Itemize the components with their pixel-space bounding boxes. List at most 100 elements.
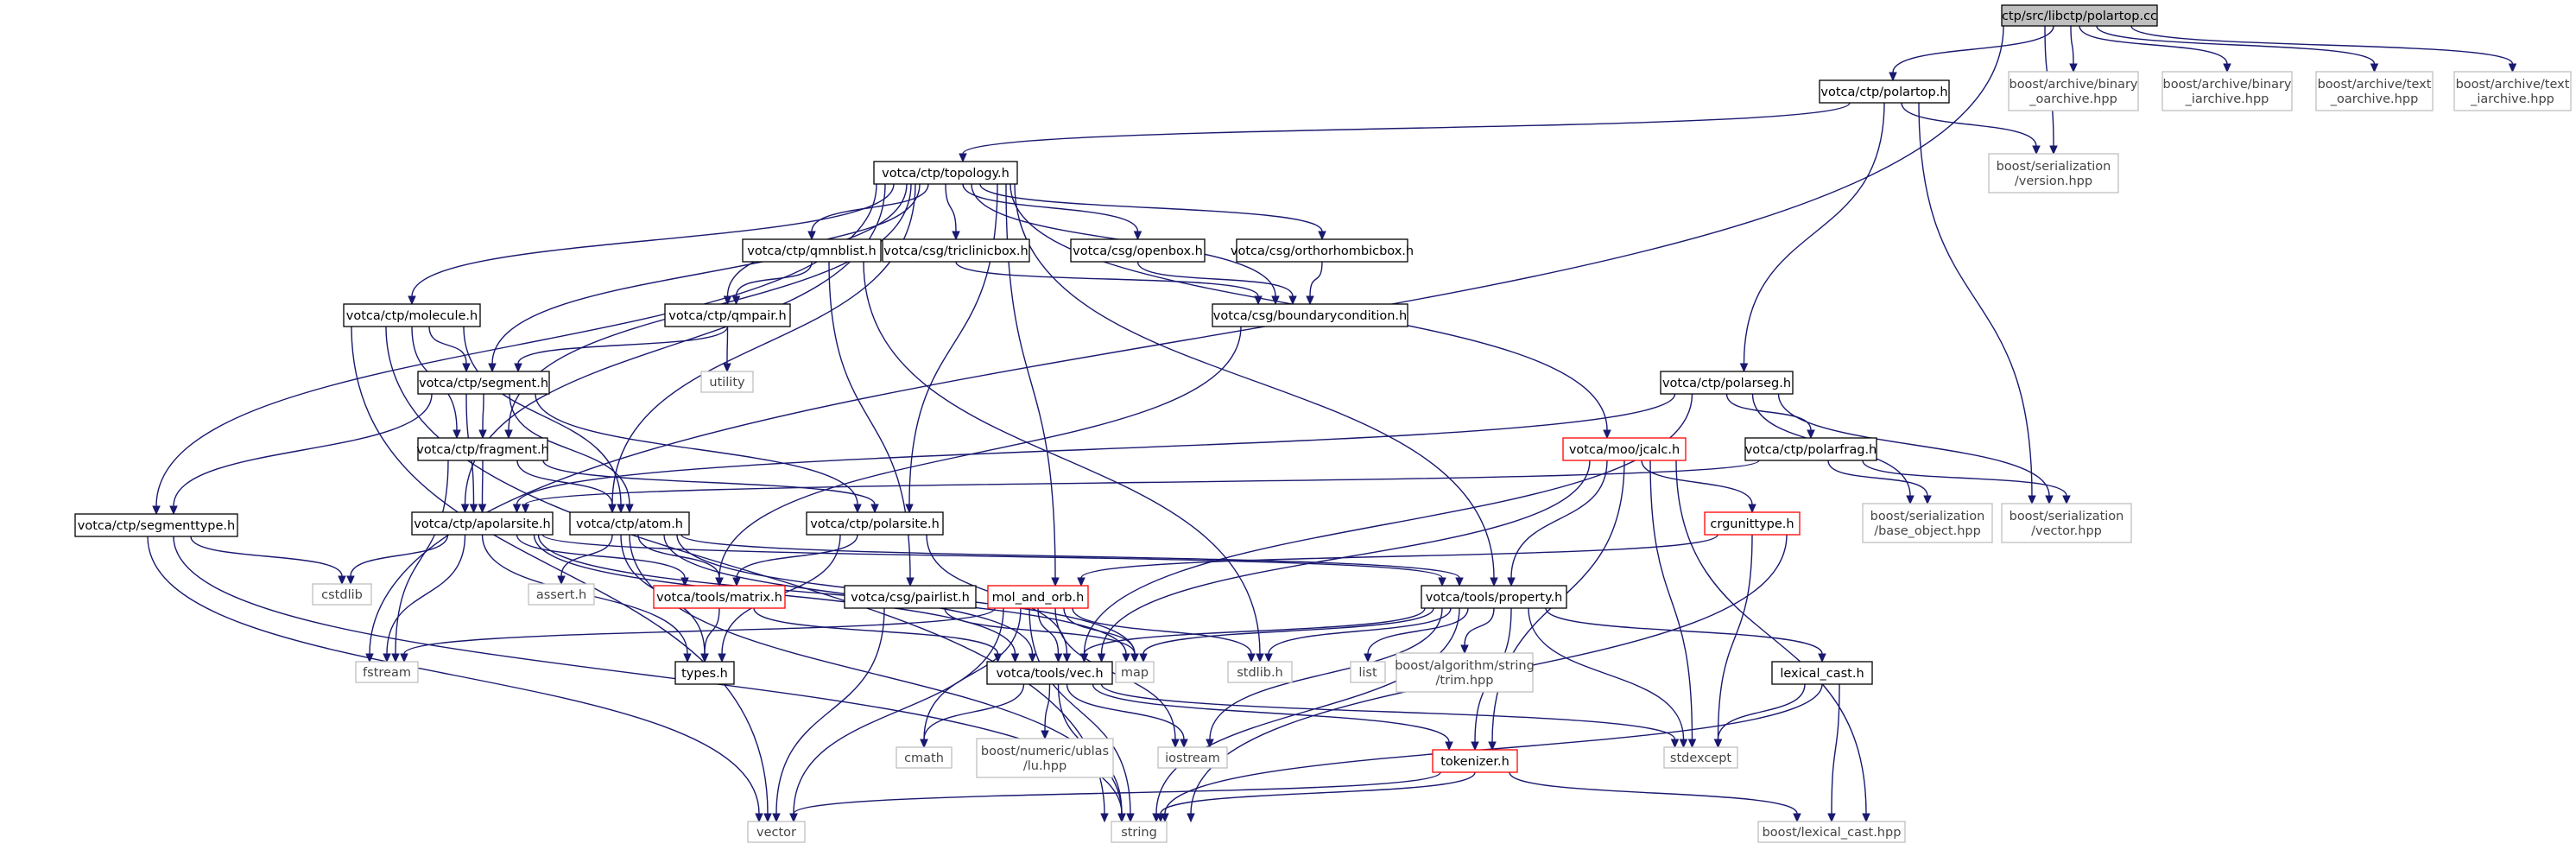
node-segmenttype-h[interactable]: votca/ctp/segmenttype.h — [74, 513, 238, 537]
node-label: crgunittype.h — [1710, 517, 1794, 531]
edge-vec_h-to-iostream — [1066, 683, 1188, 749]
node-box — [1212, 303, 1408, 327]
edge-fragment_h-to-atom_h — [516, 460, 617, 514]
node-polarseg-h[interactable]: votca/ctp/polarseg.h — [1660, 371, 1794, 395]
node-iostream[interactable]: iostream — [1157, 746, 1228, 769]
node-mol-and-orb-h[interactable]: mol_and_orb.h — [987, 585, 1089, 609]
node-label: /vector.hpp — [2031, 524, 2102, 538]
node-box — [896, 746, 953, 769]
node-segment-h[interactable]: votca/ctp/segment.h — [417, 371, 550, 395]
node-apolarsite-h[interactable]: votca/ctp/apolarsite.h — [411, 511, 554, 536]
node-assert-h[interactable]: assert.h — [528, 583, 595, 606]
node-box — [1988, 153, 2119, 193]
node-box — [528, 583, 595, 606]
node-tokenizer-h[interactable]: tokenizer.h — [1432, 749, 1518, 773]
node-stdexcept[interactable]: stdexcept — [1663, 746, 1738, 769]
edge-segment_h-to-atom_h — [509, 393, 634, 514]
node-qmpair-h[interactable]: votca/ctp/qmpair.h — [664, 303, 791, 327]
node-label: votca/csg/orthorhombicbox.h — [1231, 244, 1414, 258]
node-topology-h[interactable]: votca/ctp/topology.h — [873, 161, 1018, 185]
node-vector[interactable]: vector — [747, 821, 806, 843]
node-property-h[interactable]: votca/tools/property.h — [1421, 585, 1567, 609]
node-boost-ser-version[interactable]: boost/serialization/version.hpp — [1988, 153, 2119, 193]
node-boundarycondition-h[interactable]: votca/csg/boundarycondition.h — [1212, 303, 1408, 327]
node-jcalc-h[interactable]: votca/moo/jcalc.h — [1562, 437, 1687, 461]
node-label: boost/serialization — [1870, 510, 1985, 523]
node-boost-base-object[interactable]: boost/serialization/base_object.hpp — [1862, 503, 1993, 543]
node-pairlist-h[interactable]: votca/csg/pairlist.h — [844, 585, 977, 609]
edge-apolarsite_h-to-fstream — [383, 534, 466, 663]
edge-polartop_h-to-boost_ser_vector — [1918, 102, 2036, 505]
node-string[interactable]: string — [1111, 821, 1168, 843]
edge-vec_h-to-boost_lu — [1041, 683, 1051, 740]
edge-polarsite_h-to-matrix_h — [732, 534, 858, 587]
node-orthorhombicbox-h[interactable]: votca/csg/orthorhombicbox.h — [1231, 238, 1414, 263]
node-box — [1663, 746, 1738, 769]
edge-qmnblist_h-to-stdlib_h — [863, 261, 1264, 663]
node-box — [1396, 652, 1534, 693]
node-label: votca/ctp/fragment.h — [416, 443, 549, 457]
node-list[interactable]: list — [1350, 661, 1386, 683]
edge-polartop_h-to-polarseg_h — [1739, 102, 1885, 373]
node-openbox-h[interactable]: votca/csg/openbox.h — [1070, 238, 1206, 263]
node-triclinicbox-h[interactable]: votca/csg/triclinicbox.h — [882, 238, 1030, 263]
node-box — [2001, 503, 2132, 543]
node-label: mol_and_orb.h — [992, 591, 1085, 605]
node-boost-lu[interactable]: boost/numeric/ublas/lu.hpp — [976, 738, 1114, 778]
node-atom-h[interactable]: votca/ctp/atom.h — [569, 511, 690, 536]
node-map[interactable]: map — [1115, 661, 1155, 683]
node-molecule-h[interactable]: votca/ctp/molecule.h — [343, 303, 481, 327]
node-label: fstream — [363, 666, 411, 680]
node-boost-ser-vector[interactable]: boost/serialization/vector.hpp — [2001, 503, 2132, 543]
node-label: votca/csg/pairlist.h — [851, 591, 970, 605]
dependency-nodes: ctp/src/libctp/polartop.cc votca/ctp/pola… — [74, 4, 2572, 843]
node-boost-bin-iarchive[interactable]: boost/archive/binary_iarchive.hpp — [2161, 71, 2293, 111]
node-vec-h[interactable]: votca/tools/vec.h — [986, 661, 1113, 685]
node-utility[interactable]: utility — [700, 371, 754, 393]
node-box — [742, 238, 882, 263]
edge-openbox_h-to-boundarycondition_h — [1136, 261, 1297, 306]
node-polarfrag-h[interactable]: votca/ctp/polarfrag.h — [1744, 437, 1877, 461]
edge-molecule_h-to-string — [385, 326, 1109, 823]
node-qmnblist-h[interactable]: votca/ctp/qmnblist.h — [742, 238, 882, 263]
node-box — [1744, 437, 1877, 461]
edge-qmnblist_h-to-qmpair_h — [731, 261, 813, 306]
node-label: boost/archive/binary — [2162, 78, 2291, 92]
node-root[interactable]: ctp/src/libctp/polartop.cc — [2001, 4, 2158, 27]
node-label: tokenizer.h — [1440, 755, 1510, 769]
node-polarsite-h[interactable]: votca/ctp/polarsite.h — [806, 511, 944, 536]
node-box — [1757, 821, 1906, 843]
edge-mol_and_orb_h-to-fstream — [400, 607, 996, 663]
node-lexical-cast-h[interactable]: lexical_cast.h — [1771, 661, 1873, 685]
node-boost-lexical-cast[interactable]: boost/lexical_cast.hpp — [1757, 821, 1906, 843]
node-matrix-h[interactable]: votca/tools/matrix.h — [653, 585, 786, 609]
edge-root-to-boost_txt_oarchive — [2096, 25, 2379, 73]
node-types-h[interactable]: types.h — [674, 661, 735, 685]
node-box — [664, 303, 791, 327]
edge-property_h-to-list — [1364, 607, 1469, 663]
node-cmath[interactable]: cmath — [896, 746, 953, 769]
node-box — [74, 513, 238, 537]
node-box — [1227, 661, 1293, 683]
edge-jcalc_h-to-property_h — [1507, 460, 1608, 587]
node-polartop-h[interactable]: votca/ctp/polartop.h — [1819, 79, 1950, 104]
node-label: stdexcept — [1670, 752, 1732, 765]
node-fragment-h[interactable]: votca/ctp/fragment.h — [416, 437, 549, 461]
node-box — [1421, 585, 1567, 609]
edge-molecule_h-to-vector — [351, 326, 772, 823]
node-fstream[interactable]: fstream — [355, 661, 419, 683]
node-box — [1350, 661, 1386, 683]
node-label: boost/archive/text — [2456, 78, 2570, 92]
edge-tokenizer_h-to-string — [1156, 771, 1476, 823]
node-label: cmath — [904, 752, 944, 765]
node-cstdlib[interactable]: cstdlib — [312, 583, 372, 606]
node-boost-bin-oarchive[interactable]: boost/archive/binary_oarchive.hpp — [2008, 71, 2139, 111]
node-stdlib-h[interactable]: stdlib.h — [1227, 661, 1293, 683]
node-boost-txt-oarchive[interactable]: boost/archive/text_oarchive.hpp — [2315, 71, 2434, 111]
node-box — [1562, 437, 1687, 461]
edge-molecule_h-to-segment_h — [428, 326, 471, 373]
node-crgunittype-h[interactable]: crgunittype.h — [1704, 511, 1801, 536]
node-boost-txt-iarchive[interactable]: boost/archive/text_iarchive.hpp — [2453, 71, 2572, 111]
node-box — [987, 585, 1089, 609]
node-boost-trim[interactable]: boost/algorithm/string/trim.hpp — [1395, 652, 1535, 693]
